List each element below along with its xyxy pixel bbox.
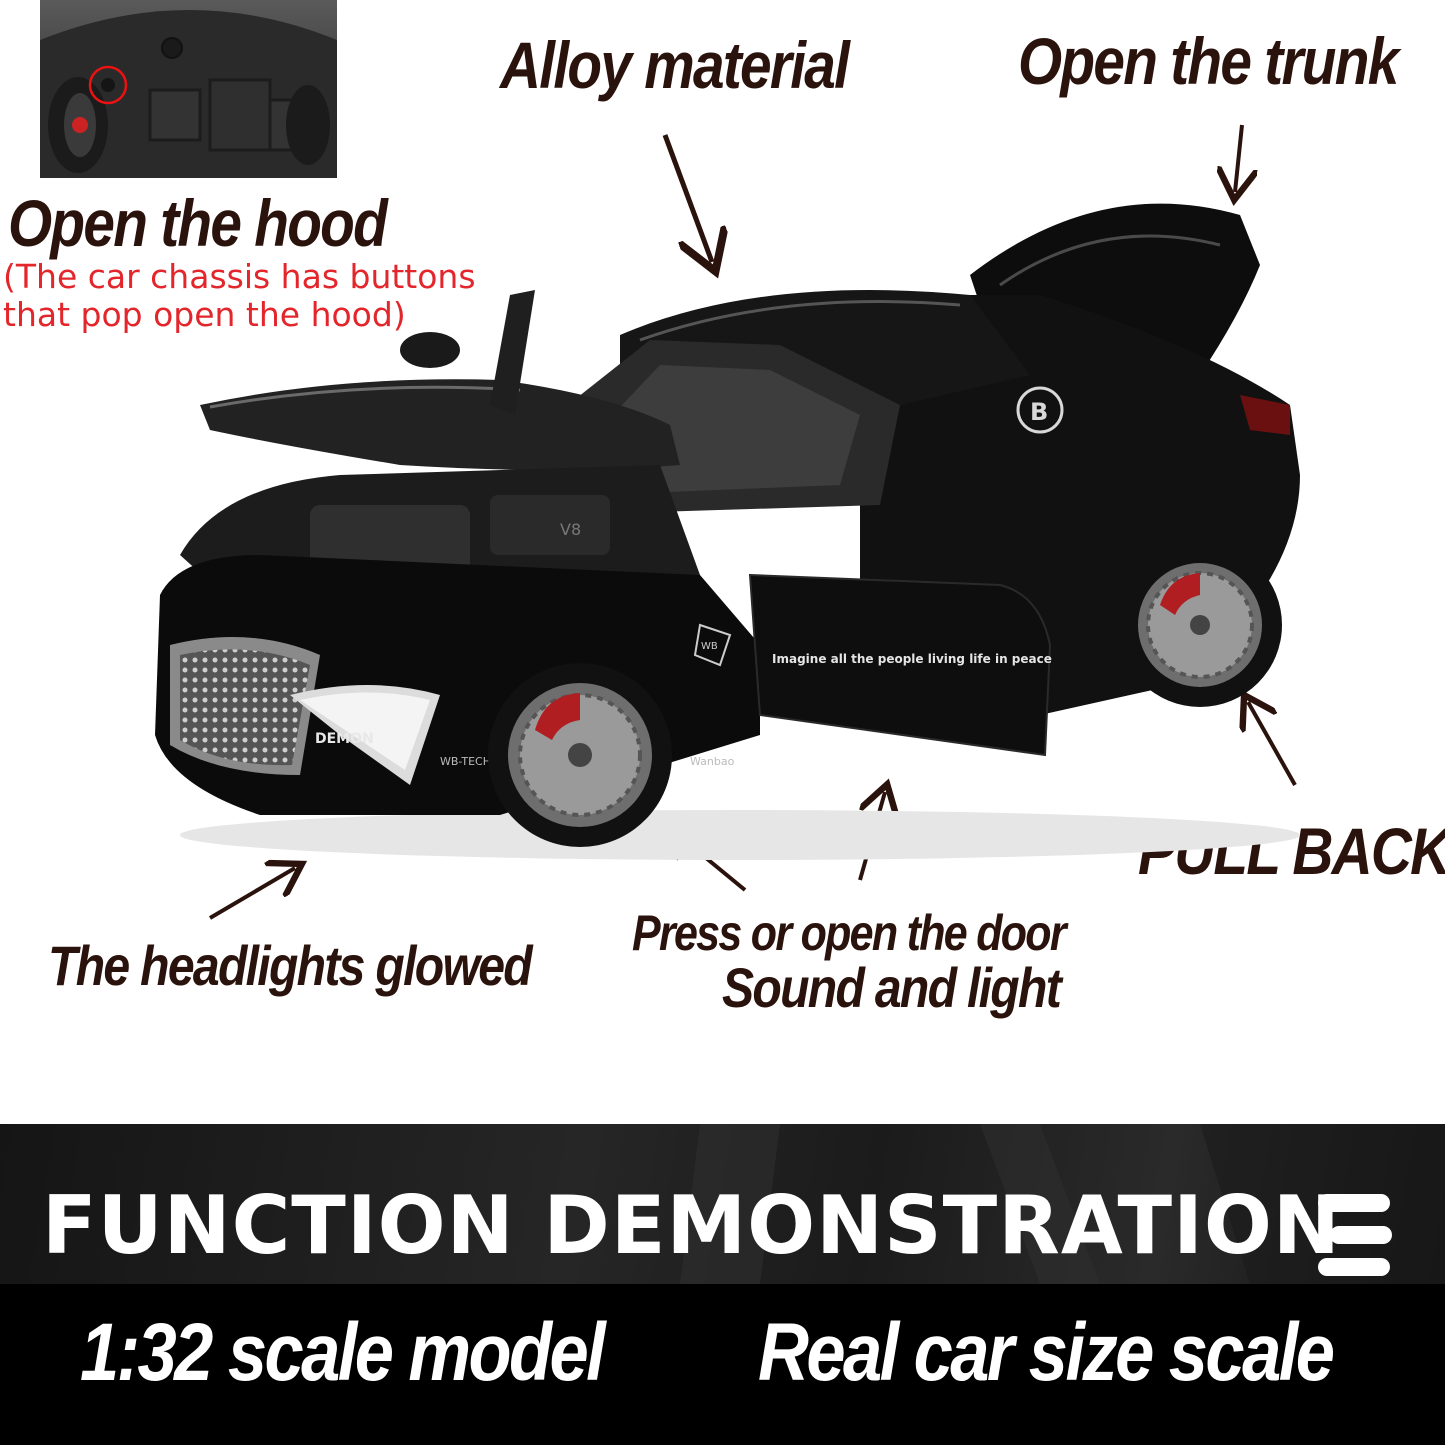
callout-door-line-1: Press or open the door — [632, 905, 1067, 961]
side-badge: Wanbao — [690, 755, 735, 768]
rear-badge-text: B — [1030, 398, 1048, 426]
real-size-text: Real car size scale — [758, 1307, 1335, 1398]
fender-badge: WB-TECH — [440, 755, 491, 768]
callout-headlights: The headlights glowed — [48, 934, 533, 997]
arrow-pull-back — [1248, 702, 1297, 786]
button-highlight-circle — [88, 65, 128, 105]
callout-arrows — [208, 124, 1297, 920]
door-decal-text: Imagine all the people living life in pe… — [772, 652, 1052, 666]
bottom-strip: 1:32 scale model Real car size scale — [0, 1284, 1445, 1445]
hood-note-line-1: (The car chassis has buttons — [3, 257, 476, 296]
arrow-alloy — [662, 134, 712, 262]
banner-number-3: 3 — [1318, 1194, 1396, 1276]
banner-title: FUNCTION DEMONSTRATION — [42, 1179, 1341, 1272]
function-banner: FUNCTION DEMONSTRATION 3 — [0, 1124, 1445, 1284]
arrow-trunk — [1235, 124, 1242, 192]
front-badge: DEMON — [315, 731, 374, 747]
chassis-inset-photo — [40, 0, 337, 178]
callout-open-hood: Open the hood — [8, 186, 388, 260]
callout-door-line-2: Sound and light — [722, 956, 1062, 1019]
shield-badge-text: WB — [701, 641, 718, 652]
rear-badge — [1016, 386, 1064, 434]
hood-note-line-2: that pop open the hood) — [3, 295, 406, 334]
car-model-illustration: V8 DEMON WB-TECH Imagine all the people … — [155, 203, 1300, 860]
callout-alloy-material: Alloy material — [500, 28, 850, 102]
chassis-illustration — [40, 10, 337, 178]
callout-open-trunk: Open the trunk — [1018, 24, 1399, 98]
shield-badge — [693, 623, 732, 667]
engine-label: V8 — [560, 520, 581, 539]
arrow-headlights — [208, 868, 295, 920]
scale-model-text: 1:32 scale model — [80, 1307, 606, 1398]
